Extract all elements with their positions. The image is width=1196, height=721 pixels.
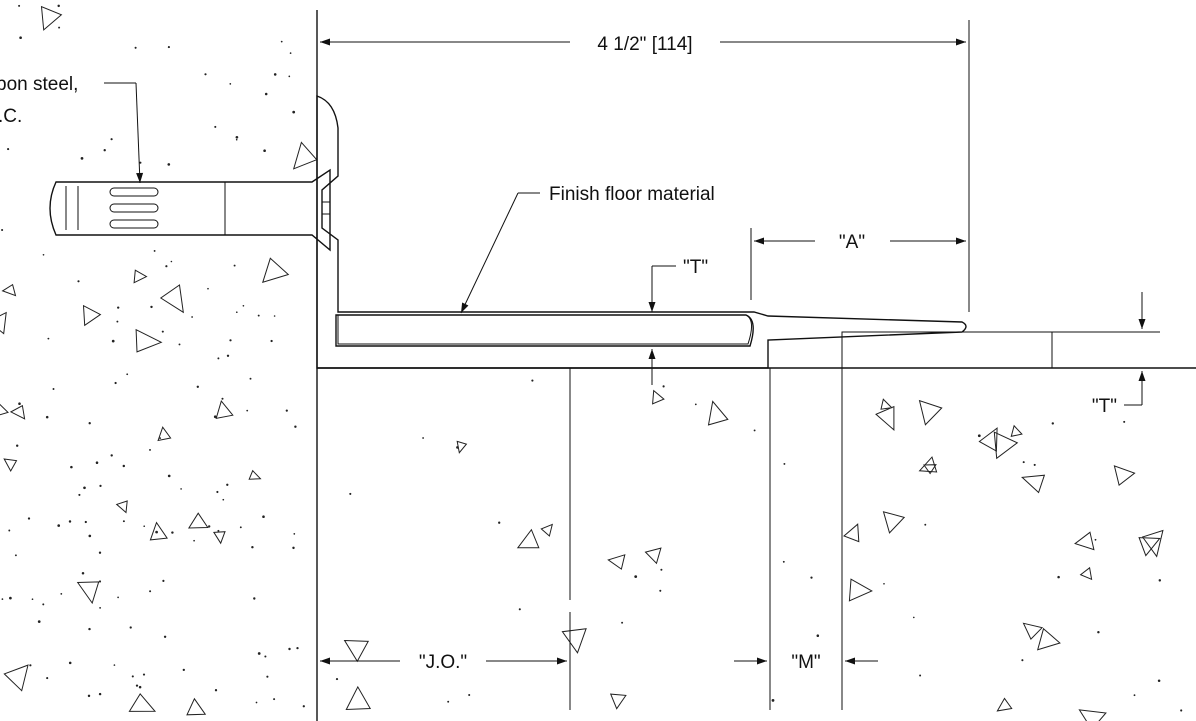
anchor-bolt bbox=[49, 168, 331, 252]
overall-width-label: 4 1/2" [114] bbox=[597, 34, 692, 55]
dim-t-top: "T" bbox=[648, 257, 708, 385]
m-label: "M" bbox=[791, 652, 820, 673]
dim-m: "M" bbox=[734, 652, 878, 673]
dim-a: "A" bbox=[750, 228, 966, 300]
leader-finish-floor: Finish floor material bbox=[460, 184, 715, 314]
adjacent-floor-finish bbox=[841, 331, 1053, 369]
anchor-callout-line1: bon steel, bbox=[0, 74, 78, 95]
edge-profile bbox=[316, 95, 967, 369]
substrate-edges bbox=[316, 10, 1196, 721]
t-top-label: "T" bbox=[683, 257, 708, 278]
t-right-label: "T" bbox=[1092, 396, 1117, 417]
jo-label: "J.O." bbox=[419, 652, 467, 673]
dim-t-right: "T" bbox=[1092, 292, 1146, 417]
dim-overall-width: 4 1/2" [114] bbox=[320, 20, 970, 312]
dim-jo: "J.O." bbox=[320, 612, 571, 710]
a-label: "A" bbox=[839, 232, 865, 253]
anchor-callout-line2: .C. bbox=[0, 106, 22, 127]
leader-anchor: bon steel, .C. bbox=[0, 74, 144, 184]
concrete-aggregate bbox=[0, 4, 1183, 721]
finish-floor-label: Finish floor material bbox=[549, 184, 715, 205]
